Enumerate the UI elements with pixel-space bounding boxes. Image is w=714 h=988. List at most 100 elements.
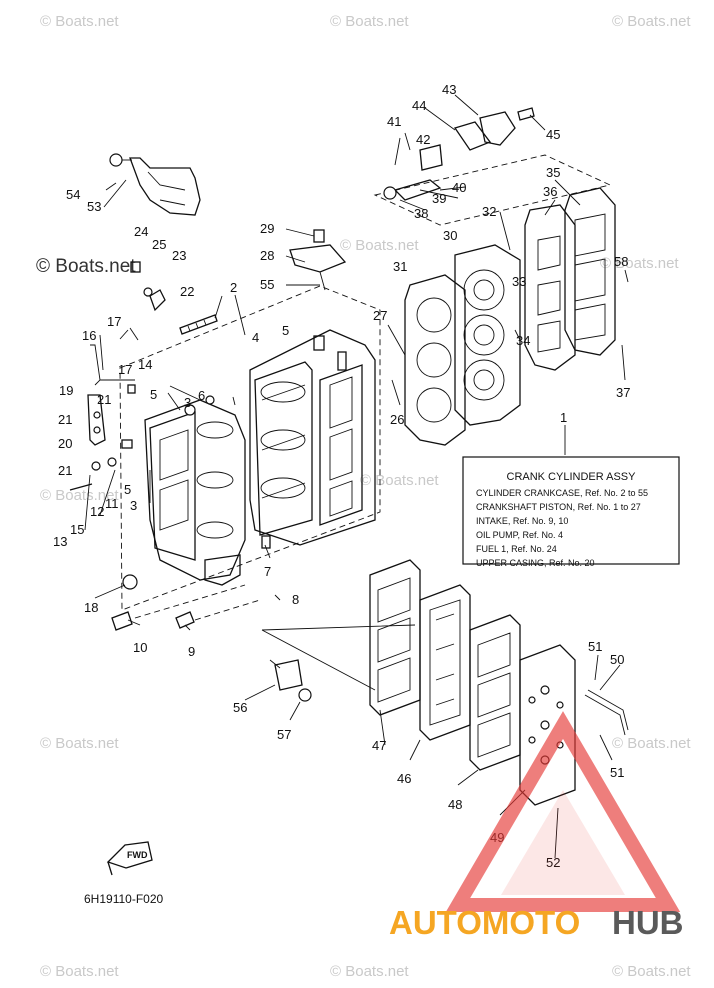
callout-label: 47 bbox=[372, 738, 386, 753]
parts-56-57 bbox=[274, 659, 312, 702]
callout-label: 27 bbox=[373, 308, 387, 323]
spec-title: CRANK CYLINDER ASSY bbox=[507, 471, 637, 483]
callout-label: 5 bbox=[124, 482, 131, 497]
bolt-22 bbox=[179, 314, 218, 335]
callout-label: 13 bbox=[53, 534, 67, 549]
callout-label: 52 bbox=[546, 855, 560, 870]
callout-label: 2 bbox=[230, 280, 237, 295]
callout-label: 42 bbox=[416, 132, 430, 147]
spec-ref-number: 1 bbox=[560, 410, 567, 425]
gasket-31 bbox=[404, 274, 466, 446]
callout-label: 10 bbox=[133, 640, 147, 655]
callout-label: 29 bbox=[260, 221, 274, 236]
callout-label: 36 bbox=[543, 184, 557, 199]
gasket-47 bbox=[369, 559, 421, 716]
callout-label: 38 bbox=[414, 206, 428, 221]
callout-label: 5 bbox=[150, 387, 157, 402]
watermark: © Boats.net bbox=[612, 735, 691, 752]
callout-label: 17 bbox=[118, 362, 132, 377]
callout-label: 7 bbox=[264, 564, 271, 579]
watermark: © Boats.net bbox=[340, 237, 419, 254]
callout-label: 9 bbox=[188, 644, 195, 659]
callout-label: 35 bbox=[546, 165, 560, 180]
watermark: © Boats.net bbox=[600, 255, 679, 272]
callout-label: 23 bbox=[172, 248, 186, 263]
brand-logo: AUTOMOTO HUB bbox=[389, 711, 684, 941]
callout-label: 30 bbox=[443, 228, 457, 243]
brand-primary: AUTOMOTO bbox=[389, 904, 580, 941]
watermark: © Boats.net bbox=[330, 963, 409, 980]
assembly-spec-box: 1 CRANK CYLINDER ASSY CYLINDER CRANKCASE… bbox=[462, 410, 680, 568]
callout-label: 3 bbox=[184, 395, 191, 410]
callout-label: 33 bbox=[512, 274, 526, 289]
callout-label: 54 bbox=[66, 187, 80, 202]
reed-valve-46 bbox=[419, 584, 471, 741]
spec-line: FUEL 1, Ref. No. 24 bbox=[476, 544, 557, 554]
callout-label: 46 bbox=[397, 771, 411, 786]
gasket-48 bbox=[469, 614, 521, 771]
crankcase bbox=[249, 329, 376, 549]
small-parts-23-25 bbox=[130, 261, 166, 312]
watermark-dark: © Boats.net bbox=[36, 256, 136, 277]
callout-label: 55 bbox=[260, 277, 274, 292]
watermark: © Boats.net bbox=[330, 13, 409, 30]
callout-label: 40 bbox=[452, 180, 466, 195]
callout-label: 12 bbox=[90, 504, 104, 519]
callout-label: 11 bbox=[105, 496, 119, 511]
callout-label: 15 bbox=[70, 522, 84, 537]
callout-label: 8 bbox=[292, 592, 299, 607]
callout-label: 16 bbox=[82, 328, 96, 343]
spec-line: OIL PUMP, Ref. No. 4 bbox=[476, 530, 563, 540]
callout-label: 19 bbox=[59, 383, 73, 398]
callout-label: 48 bbox=[448, 797, 462, 812]
fwd-label: FWD bbox=[127, 850, 148, 860]
callout-label: 51 bbox=[588, 639, 602, 654]
callout-label: 58 bbox=[614, 254, 628, 269]
fwd-arrow-icon: FWD bbox=[106, 841, 153, 876]
callout-label: 57 bbox=[277, 727, 291, 742]
callout-label: 51 bbox=[610, 765, 624, 780]
spec-line: UPPER CASING, Ref. No. 20 bbox=[476, 558, 595, 568]
bracket-53 bbox=[109, 153, 201, 216]
callout-label: 56 bbox=[233, 700, 247, 715]
watermark: © Boats.net bbox=[612, 963, 691, 980]
callout-label: 18 bbox=[84, 600, 98, 615]
callout-label: 34 bbox=[516, 333, 530, 348]
callout-label: 17 bbox=[107, 314, 121, 329]
watermark: © Boats.net bbox=[612, 13, 691, 30]
cover-35 bbox=[564, 187, 616, 356]
callout-label: 44 bbox=[412, 98, 426, 113]
gasket-36 bbox=[524, 204, 576, 371]
callout-label: 26 bbox=[390, 412, 404, 427]
callout-label: 45 bbox=[546, 127, 560, 142]
cylinder-head-30 bbox=[454, 244, 521, 426]
callout-label: 28 bbox=[260, 248, 274, 263]
brand-secondary: HUB bbox=[612, 904, 684, 941]
callout-label: 39 bbox=[432, 191, 446, 206]
spec-line: INTAKE, Ref. No. 9, 10 bbox=[476, 516, 568, 526]
callout-label: 20 bbox=[58, 436, 72, 451]
callout-label: 5 bbox=[282, 323, 289, 338]
callout-label: 21 bbox=[58, 463, 72, 478]
watermark: © Boats.net bbox=[360, 472, 439, 489]
callout-label: 3 bbox=[130, 498, 137, 513]
callout-label: 21 bbox=[97, 392, 111, 407]
hose-50 bbox=[584, 689, 629, 736]
watermark: © Boats.net bbox=[40, 13, 119, 30]
watermarks: © Boats.net © Boats.net © Boats.net © Bo… bbox=[36, 13, 691, 980]
callout-label: 32 bbox=[482, 204, 496, 219]
cylinder-block bbox=[144, 395, 246, 586]
callout-label: 25 bbox=[152, 237, 166, 252]
watermark: © Boats.net bbox=[40, 735, 119, 752]
callout-label: 41 bbox=[387, 114, 401, 129]
watermark: © Boats.net bbox=[40, 963, 119, 980]
spec-line: CRANKSHAFT PISTON, Ref. No. 1 to 27 bbox=[476, 502, 641, 512]
watermark: © Boats.net bbox=[40, 487, 119, 504]
callout-label: 14 bbox=[138, 357, 152, 372]
callouts: 2 3 3 4 5 5 5 6 7 8 9 10 11 12 13 14 15 … bbox=[53, 82, 630, 870]
callout-label: 22 bbox=[180, 284, 194, 299]
callout-label: 6 bbox=[198, 388, 205, 403]
bolts-9-10 bbox=[111, 574, 261, 631]
assembly-outline bbox=[119, 285, 381, 611]
callout-label: 53 bbox=[87, 199, 101, 214]
